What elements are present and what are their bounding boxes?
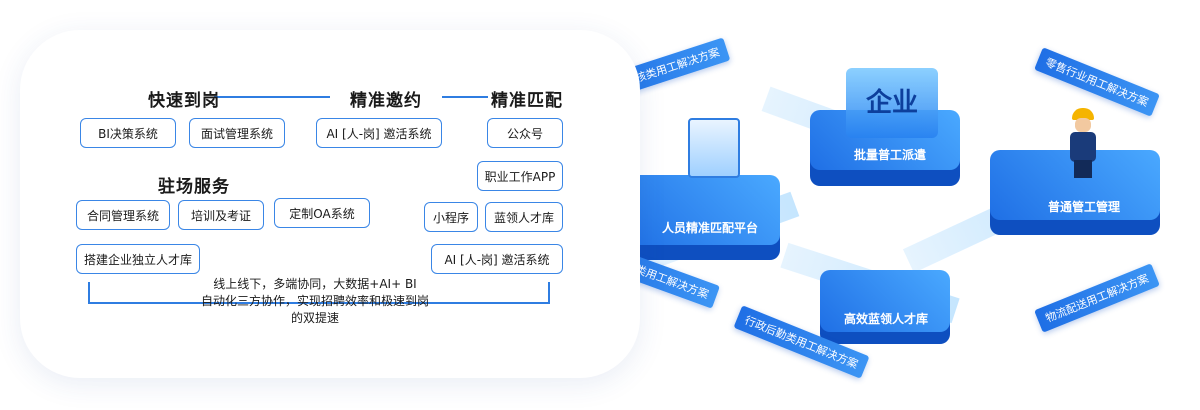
platform-left: 人员精准匹配平台 — [620, 175, 780, 245]
platform-bottom: 高效蓝领人才库 — [820, 270, 950, 332]
line-match-invite — [442, 96, 488, 98]
pill-build-talent-pool: 搭建企业独立人才库 — [76, 244, 200, 274]
pill-ai-invite-system: AI [人-岗] 邀活系统 — [316, 118, 442, 148]
bottom-line-1: 线上线下，多端协同，大数据+AI+ BI — [213, 277, 417, 291]
pill-contract-system: 合同管理系统 — [76, 200, 170, 230]
platform-right-label: 普通管工管理 — [1047, 200, 1120, 214]
pill-bi-decision-system: BI决策系统 — [80, 118, 176, 148]
worker-body — [1070, 132, 1096, 162]
enterprise-label: 企业 — [865, 88, 918, 118]
header-precise-invite: 精准邀约 — [350, 91, 422, 111]
worker-legs — [1074, 160, 1092, 178]
bottom-line-2: 自动化三方协作，实现招聘效率和极速到岗 — [200, 294, 429, 308]
header-onsite-service: 驻场服务 — [158, 177, 230, 197]
pill-custom-oa: 定制OA系统 — [274, 198, 370, 228]
label-top-right: 零售行业用工解决方案 — [1034, 47, 1160, 117]
platform-bottom-label: 高效蓝领人才库 — [843, 312, 928, 326]
label-right: 物流配送用工解决方案 — [1034, 263, 1160, 333]
pill-mini-program: 小程序 — [424, 202, 478, 232]
header-fast-onboard: 快速到岗 — [148, 91, 220, 111]
bottom-line-3: 的双提速 — [290, 311, 339, 325]
monitor-icon — [688, 118, 740, 178]
pill-training-cert: 培训及考证 — [178, 200, 264, 230]
pill-work-app: 职业工作APP — [477, 161, 563, 191]
platform-top-label: 批量普工派遣 — [853, 148, 926, 162]
pill-blue-collar-pool: 蓝领人才库 — [485, 202, 563, 232]
platform-left-label: 人员精准匹配平台 — [661, 221, 758, 235]
pill-interview-system: 面试管理系统 — [189, 118, 285, 148]
enterprise-block: 企业 — [846, 68, 938, 138]
bottom-summary: 线上线下，多端协同，大数据+AI+ BI 自动化三方协作，实现招聘效率和极速到岗… — [190, 276, 440, 327]
pill-ai-invite-system-bottom: AI [人-岗] 邀活系统 — [431, 244, 563, 274]
worker-figure — [1066, 108, 1100, 178]
header-precise-match: 精准匹配 — [491, 91, 563, 111]
pill-official-account: 公众号 — [487, 118, 563, 148]
line-invite-fast — [214, 96, 330, 98]
worker-head — [1075, 118, 1091, 132]
